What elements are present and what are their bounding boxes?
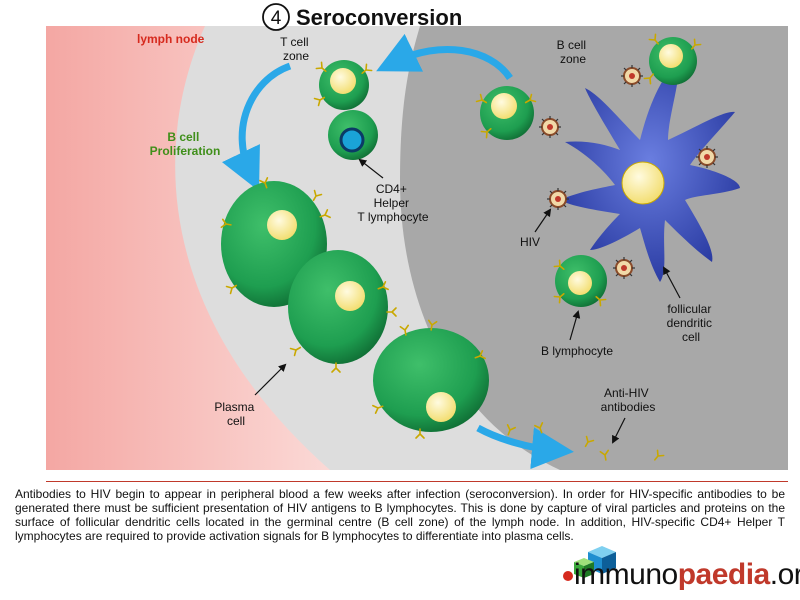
plasma-pointer bbox=[254, 363, 287, 396]
logo-cubes-icon bbox=[563, 546, 616, 581]
plasma-cell-label: Plasma cell bbox=[214, 400, 257, 428]
b-cell-proliferation-label: B cell Proliferation bbox=[150, 130, 221, 158]
hiv-virion bbox=[538, 115, 562, 139]
figure-caption: Antibodies to HIV begin to appear in per… bbox=[15, 487, 785, 543]
lymph-node-label: lymph node bbox=[137, 32, 205, 46]
step-number: 4 bbox=[271, 8, 282, 29]
b-lymphocyte-label: B lymphocyte bbox=[541, 344, 613, 358]
step-number-circle bbox=[262, 3, 290, 31]
dendritic-cell-nucleus bbox=[621, 161, 665, 205]
b-lymphocyte bbox=[553, 255, 607, 307]
b-lymphocyte-pointer bbox=[569, 310, 581, 341]
hiv-pointer bbox=[534, 208, 552, 233]
cd4-helper-label: CD4+ Helper T lymphocyte bbox=[357, 182, 428, 224]
seroconversion-diagram: 4 Seroconversion lymph node T cell zone … bbox=[46, 3, 788, 470]
anti-hiv-antibodies-label: Anti-HIV antibodies bbox=[601, 386, 656, 414]
flow-arrow-to-t-zone bbox=[376, 33, 513, 81]
t-cell-zone-label: T cell zone bbox=[280, 35, 312, 63]
hiv-virion bbox=[612, 256, 636, 280]
b-cell-migrating bbox=[475, 86, 537, 140]
cd4-pointer bbox=[358, 158, 384, 179]
immunopaedia-logo: immunopaedia.org bbox=[558, 546, 800, 596]
cd4-helper-t-cell bbox=[328, 110, 378, 160]
logo-wordmark: immunopaedia.org bbox=[574, 558, 800, 591]
caption-divider bbox=[46, 481, 788, 482]
plasma-cell-bottom bbox=[373, 328, 489, 432]
flow-arrow-to-antibodies bbox=[476, 424, 574, 470]
b-cell-t-zone bbox=[313, 60, 373, 110]
b-cell-top-right bbox=[643, 33, 702, 85]
plasma-cell-middle bbox=[288, 250, 388, 364]
hiv-virion bbox=[546, 187, 570, 211]
lymph-node-region bbox=[46, 26, 330, 470]
hiv-virion bbox=[695, 145, 719, 169]
antibodies-pointer bbox=[612, 417, 626, 444]
follicular-dendritic-cell-label: follicular dendritic cell bbox=[667, 302, 716, 344]
hiv-virion bbox=[620, 64, 644, 88]
flow-arrow-proliferation bbox=[222, 62, 292, 191]
dendritic-pointer bbox=[663, 266, 681, 299]
b-cell-zone-label: B cell zone bbox=[557, 38, 590, 66]
hiv-label: HIV bbox=[520, 235, 540, 249]
diagram-title: Seroconversion bbox=[296, 5, 462, 30]
